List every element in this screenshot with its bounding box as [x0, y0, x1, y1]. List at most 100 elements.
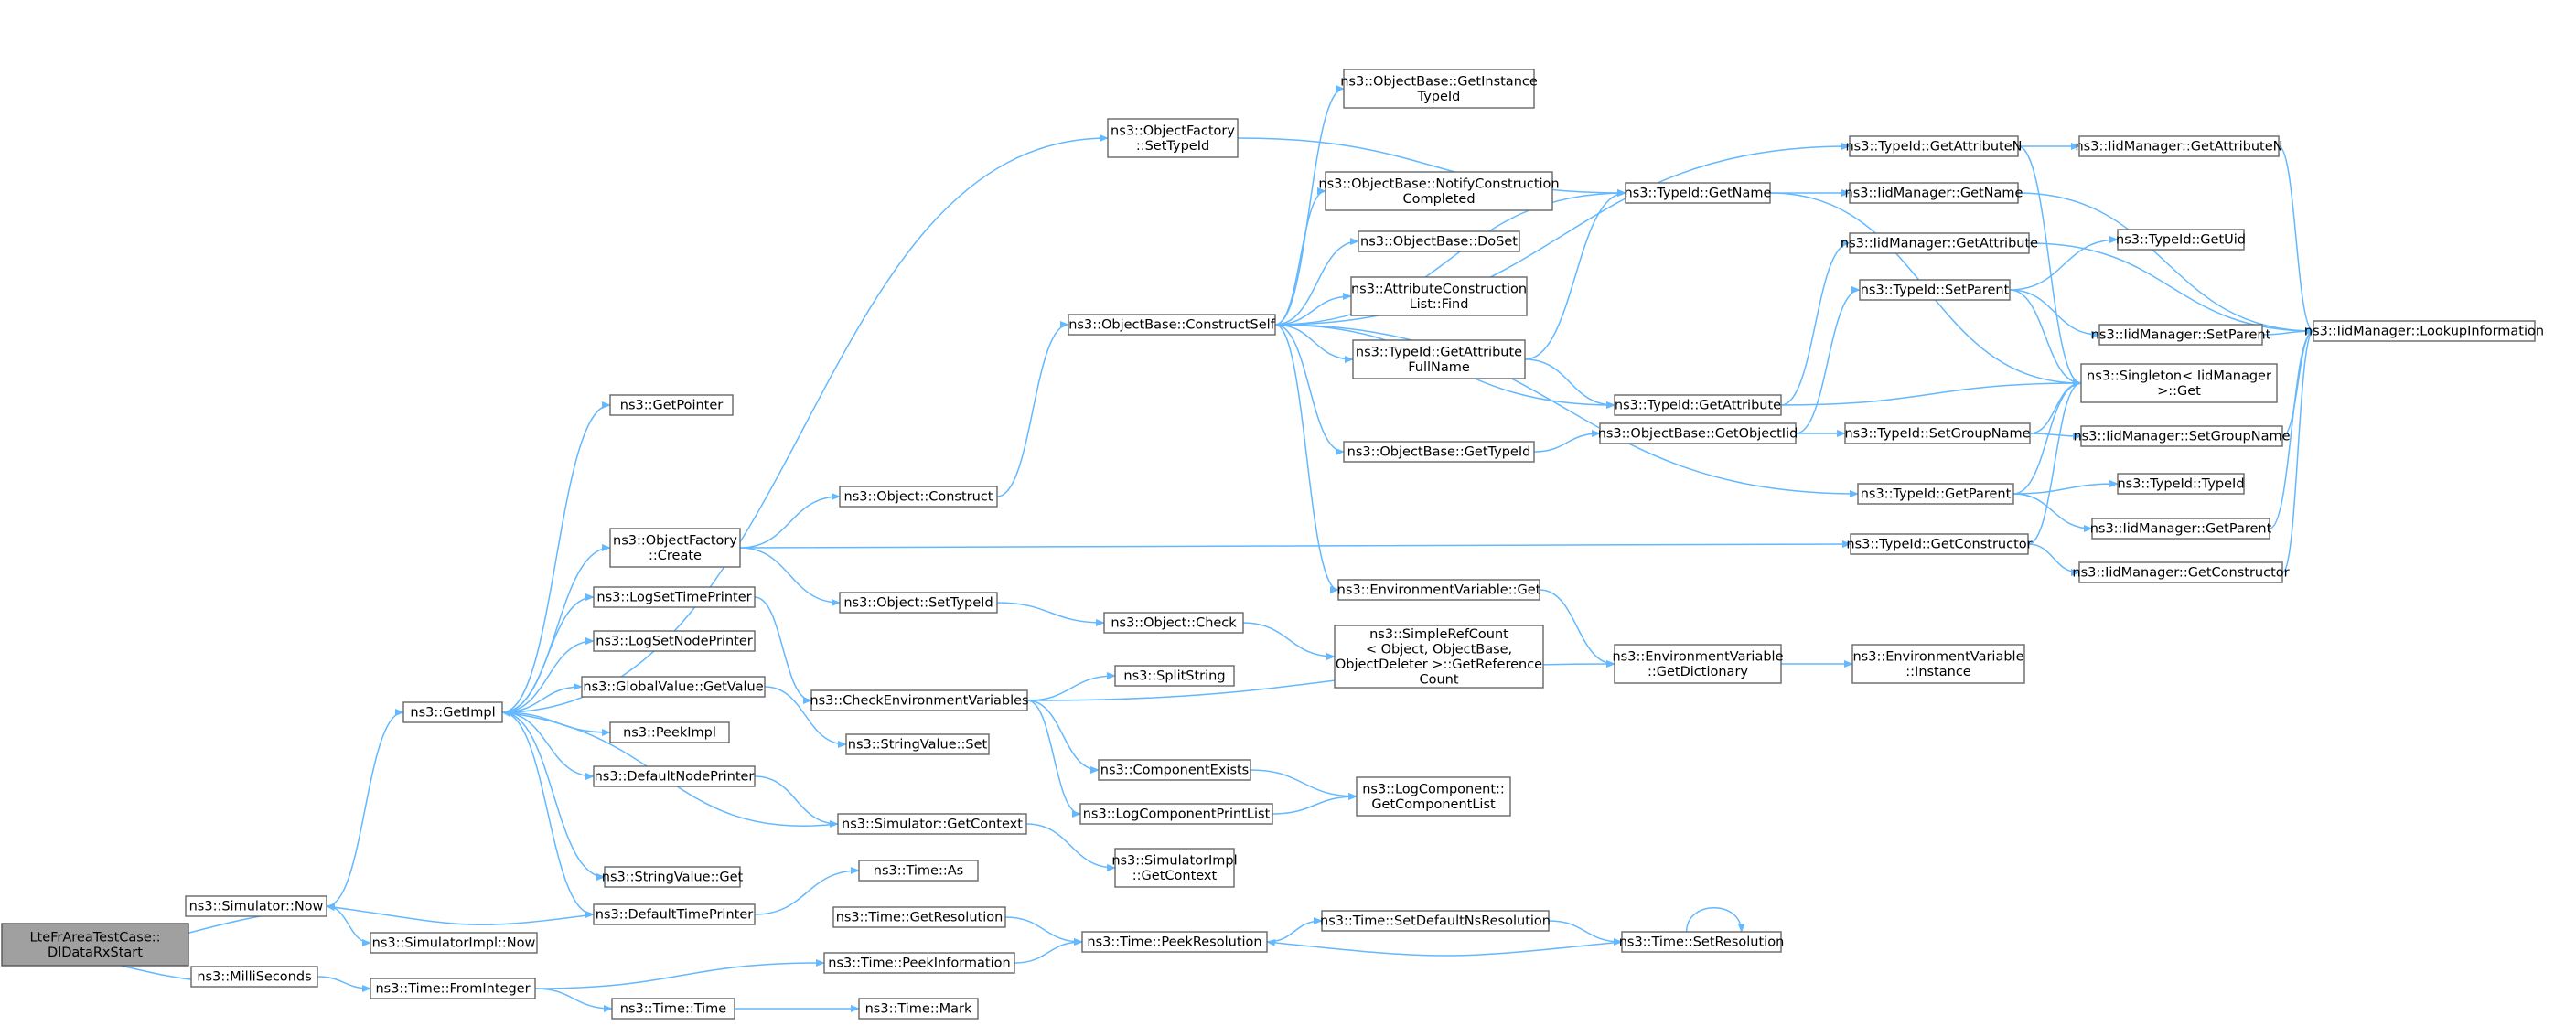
graph-node-obgetobjtid[interactable]: ns3::ObjectBase::GetObjectIid [1598, 422, 1798, 444]
graph-node-fromint[interactable]: ns3::Time::FromInteger [370, 978, 536, 999]
node-label: ns3::IidManager::GetParent [2090, 522, 2272, 537]
call-edge [1272, 793, 1358, 815]
node-label: ns3::MilliSeconds [197, 970, 311, 985]
graph-node-tidgetctor[interactable]: ns3::TypeId::GetConstructor [1846, 533, 2033, 555]
graph-node-iidgetattr[interactable]: ns3::IidManager::GetAttribute [1841, 232, 2038, 254]
graph-node-obnotify[interactable]: ns3::ObjectBase::NotifyConstructionCompl… [1318, 171, 1560, 211]
call-edge [1025, 823, 1116, 871]
graph-node-simimplnow[interactable]: ns3::SimulatorImpl::Now [370, 932, 538, 954]
node-box [2117, 473, 2245, 495]
graph-node-tgetres[interactable]: ns3::Time::GetResolution [832, 906, 1006, 928]
call-edge [2029, 379, 2082, 434]
graph-node-iidgetattrn[interactable]: ns3::IidManager::GetAttributeN [2075, 135, 2283, 157]
graph-node-ttime[interactable]: ns3::Time::Time [611, 998, 735, 1020]
node-box [1337, 579, 1540, 601]
node-box [593, 765, 756, 787]
graph-node-logsetnode[interactable]: ns3::LogSetNodePrinter [593, 630, 756, 652]
graph-node-simimplgetctx[interactable]: ns3::SimulatorImpl::GetContext [1111, 848, 1238, 888]
graph-node-tidgetname[interactable]: ns3::TypeId::GetName [1625, 182, 1772, 204]
graph-node-tidgetparent[interactable]: ns3::TypeId::GetParent [1857, 483, 2014, 505]
node-label: ns3::EnvironmentVariable::Get [1337, 583, 1541, 598]
node-box [609, 394, 734, 416]
graph-node-tidtypeid[interactable]: ns3::TypeId::TypeId [2117, 473, 2245, 495]
graph-node-objcheck[interactable]: ns3::Object::Check [1103, 612, 1244, 634]
node-box [1343, 441, 1535, 463]
call-edge [2027, 543, 2080, 576]
graph-node-iidgetname[interactable]: ns3::IidManager::GetName [1845, 182, 2023, 204]
graph-node-envinstance[interactable]: ns3::EnvironmentVariable::Instance [1852, 644, 2025, 684]
graph-node-simnow[interactable]: ns3::Simulator::Now [185, 895, 327, 917]
call-edge [2027, 379, 2082, 545]
graph-node-envget[interactable]: ns3::EnvironmentVariable::Get [1337, 579, 1541, 601]
graph-node-envgetdict[interactable]: ns3::EnvironmentVariable::GetDictionary [1612, 644, 1784, 684]
node-label: ns3::EnvironmentVariable [1852, 649, 2023, 664]
graph-node-tmark[interactable]: ns3::Time::Mark [858, 998, 979, 1020]
node-label: ns3::GlobalValue::GetValue [583, 680, 763, 695]
node-label: ns3::DefaultNodePrinter [595, 770, 755, 785]
node-label: ns3::TypeId::GetParent [1861, 487, 2012, 502]
node-label: ns3::PeekImpl [623, 726, 716, 741]
node-label: ns3::Time::Mark [865, 1002, 972, 1017]
node-box [858, 860, 979, 882]
graph-node-objsettypeid[interactable]: ns3::Object::SetTypeId [839, 592, 998, 614]
graph-node-simgetctx[interactable]: ns3::Simulator::GetContext [837, 813, 1027, 835]
call-edge [1266, 938, 1623, 957]
graph-node-tsetdefns[interactable]: ns3::Time::SetDefaultNsResolution [1320, 910, 1551, 932]
graph-node-objconstruct[interactable]: ns3::Object::Construct [839, 486, 998, 508]
graph-node-gvgetvalue[interactable]: ns3::GlobalValue::GetValue [581, 676, 766, 698]
node-label: ns3::ObjectBase::GetTypeId [1347, 445, 1531, 460]
graph-node-svget[interactable]: ns3::StringValue::Get [602, 866, 744, 888]
graph-node-logsettime[interactable]: ns3::LogSetTimePrinter [593, 586, 756, 608]
node-label: ns3::SimulatorImpl [1111, 853, 1237, 868]
graph-node-tpeekinfo[interactable]: ns3::Time::PeekInformation [823, 952, 1015, 974]
graph-node-obconstructself[interactable]: ns3::ObjectBase::ConstructSelf [1068, 314, 1276, 336]
graph-node-root[interactable]: LteFrAreaTestCase::DlDataRxStart [1, 923, 189, 967]
graph-node-ofsettypeid[interactable]: ns3::ObjectFactory::SetTypeId [1107, 118, 1239, 158]
node-label: < Object, ObjectBase, [1366, 642, 1512, 657]
graph-node-obdoset[interactable]: ns3::ObjectBase::DoSet [1358, 230, 1520, 252]
graph-node-iidgetctor[interactable]: ns3::IidManager::GetConstructor [2072, 561, 2290, 583]
call-edge [1274, 324, 1354, 363]
graph-node-iidsetgroup[interactable]: ns3::IidManager::SetGroupName [2073, 425, 2291, 447]
graph-node-svset[interactable]: ns3::StringValue::Set [845, 733, 990, 755]
graph-node-peekimpl[interactable]: ns3::PeekImpl [609, 721, 730, 743]
node-label: ns3::DefaultTimePrinter [596, 908, 753, 923]
graph-node-deftimeprinter[interactable]: ns3::DefaultTimePrinter [593, 903, 756, 925]
graph-node-logcompprint[interactable]: ns3::LogComponentPrintList [1079, 803, 1273, 825]
graph-node-lcgetcomplist[interactable]: ns3::LogComponent::GetComponentList [1356, 776, 1511, 817]
graph-node-obgettypeid[interactable]: ns3::ObjectBase::GetTypeId [1343, 441, 1535, 463]
graph-node-checkenv[interactable]: ns3::CheckEnvironmentVariables [810, 689, 1029, 711]
graph-node-tas[interactable]: ns3::Time::As [858, 860, 979, 882]
graph-node-defnodeprinter[interactable]: ns3::DefaultNodePrinter [593, 765, 756, 787]
graph-node-tsetres[interactable]: ns3::Time::SetResolution [1619, 931, 1785, 953]
node-box [1859, 279, 2011, 301]
graph-node-iidlookup[interactable]: ns3::IidManager::LookupInformation [2304, 320, 2544, 342]
graph-node-tpeekres[interactable]: ns3::Time::PeekResolution [1081, 931, 1268, 953]
node-label: ns3::TypeId::GetName [1625, 187, 1772, 201]
graph-node-singleton[interactable]: ns3::Singleton< IidManager>::Get [2080, 363, 2278, 403]
graph-node-iidgetparent[interactable]: ns3::IidManager::GetParent [2090, 518, 2272, 540]
graph-node-tidgetattr[interactable]: ns3::TypeId::GetAttribute [1614, 394, 1782, 416]
graph-node-tidsetparent[interactable]: ns3::TypeId::SetParent [1859, 279, 2011, 301]
graph-node-srcgetref[interactable]: ns3::SimpleRefCount< Object, ObjectBase,… [1334, 625, 1544, 689]
graph-node-tidgetattrn[interactable]: ns3::TypeId::GetAttributeN [1845, 135, 2023, 157]
graph-node-getimpl[interactable]: ns3::GetImpl [402, 701, 503, 723]
graph-node-ofcreate[interactable]: ns3::ObjectFactory::Create [609, 528, 741, 568]
graph-node-tidsetgroup[interactable]: ns3::TypeId::SetGroupName [1844, 422, 2031, 444]
graph-node-iidsetparent[interactable]: ns3::IidManager::SetParent [2091, 324, 2271, 346]
node-box [1625, 182, 1771, 204]
graph-node-milli[interactable]: ns3::MilliSeconds [190, 966, 318, 988]
graph-node-tidgetuid[interactable]: ns3::TypeId::GetUid [2116, 229, 2246, 251]
node-label: ns3::SimulatorImpl::Now [372, 936, 536, 951]
graph-node-compexists[interactable]: ns3::ComponentExists [1098, 759, 1251, 781]
graph-node-getpointer[interactable]: ns3::GetPointer [609, 394, 734, 416]
call-edge [1780, 379, 2082, 406]
node-box [832, 906, 1006, 928]
node-label: ns3::ObjectBase::GetInstance [1340, 74, 1538, 89]
graph-node-splitstring[interactable]: ns3::SplitString [1114, 665, 1235, 687]
node-label: ns3::EnvironmentVariable [1612, 649, 1783, 664]
node-box [1103, 612, 1244, 634]
